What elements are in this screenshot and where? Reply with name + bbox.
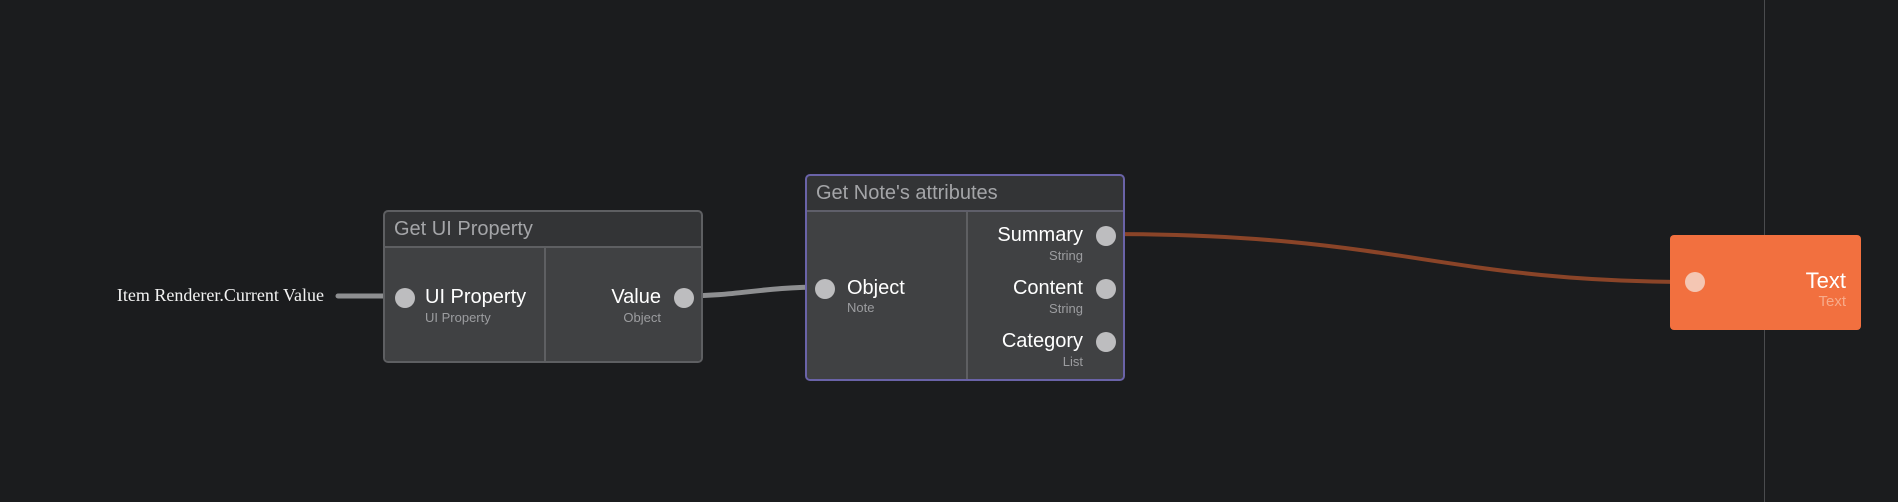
text-input-name: Text	[1805, 268, 1846, 293]
node-title[interactable]: Get Note's attributes	[807, 176, 1123, 212]
node-text[interactable]: Text Text	[1670, 235, 1861, 330]
ui-property-input-type: UI Property	[425, 310, 491, 325]
node-divider	[544, 248, 546, 361]
content-output-name: Content	[1012, 277, 1083, 299]
text-input-type: Text	[1818, 293, 1846, 310]
external-input-label: Item Renderer.Current Value	[116, 285, 324, 305]
content-output-port[interactable]	[1096, 279, 1116, 299]
text-input-port[interactable]	[1685, 272, 1705, 292]
summary-output-type: String	[1049, 248, 1083, 263]
wire-summary-to-text	[1104, 232, 1696, 284]
node-get-ui-property[interactable]: Get UI Property UI Property UI Property …	[383, 210, 703, 363]
node-body	[385, 248, 701, 361]
object-input-name: Object	[847, 277, 905, 299]
ui-property-input-port[interactable]	[395, 288, 415, 308]
category-output-type: List	[1062, 354, 1083, 369]
value-output-type: Object	[623, 310, 661, 325]
node-body	[807, 212, 1123, 379]
node-divider	[966, 212, 968, 379]
value-output-name: Value	[611, 286, 661, 308]
object-input-port[interactable]	[815, 279, 835, 299]
category-output-port[interactable]	[1096, 332, 1116, 352]
ui-property-input-name: UI Property	[425, 286, 527, 308]
summary-output-port[interactable]	[1096, 226, 1116, 246]
object-input-type: Note	[847, 300, 875, 315]
node-title[interactable]: Get UI Property	[385, 212, 701, 248]
summary-output-name: Summary	[997, 224, 1083, 246]
value-output-port[interactable]	[674, 288, 694, 308]
wire-value-to-object	[680, 284, 827, 299]
content-output-type: String	[1049, 301, 1083, 316]
category-output-name: Category	[1001, 330, 1083, 352]
node-get-note-attributes[interactable]: Get Note's attributes Object Note Summar…	[805, 174, 1125, 381]
